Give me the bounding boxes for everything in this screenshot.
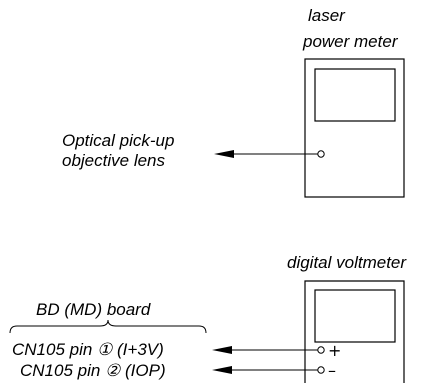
voltmeter-plus-terminal [317, 346, 325, 354]
optical-pickup-label-line2: objective lens [62, 151, 166, 170]
voltmeter-body [304, 280, 405, 383]
pin2-arrowhead [212, 366, 232, 374]
pin1-arrowhead [212, 346, 232, 354]
board-label: BD (MD) board [36, 300, 151, 319]
laser-meter-input-terminal [317, 150, 325, 158]
digital-voltmeter: digital voltmeter + – [287, 253, 407, 383]
optical-pickup-connection: Optical pick-up objective lens [62, 131, 318, 170]
voltmeter-minus-terminal [317, 366, 325, 374]
optical-pickup-label-line1: Optical pick-up [62, 131, 174, 150]
voltmeter-plus-sign: + [328, 341, 341, 360]
voltmeter-minus-sign: – [328, 361, 336, 380]
board-pin2-label: CN105 pin ② (IOP) [20, 361, 166, 380]
bd-md-board: BD (MD) board CN105 pin ① (I+3V) CN105 p… [9, 300, 318, 380]
voltmeter-label: digital voltmeter [287, 253, 407, 272]
laser-meter-display [314, 68, 396, 122]
board-pin1-label: CN105 pin ① (I+3V) [12, 340, 164, 359]
optical-pickup-arrowhead [214, 150, 234, 158]
laser-meter-label-line1: laser [308, 6, 346, 25]
laser-power-meter: laser power meter [302, 6, 405, 198]
voltmeter-display [314, 289, 396, 343]
board-brace [9, 319, 207, 334]
laser-meter-label-line2: power meter [302, 32, 399, 51]
laser-meter-body [304, 58, 405, 198]
